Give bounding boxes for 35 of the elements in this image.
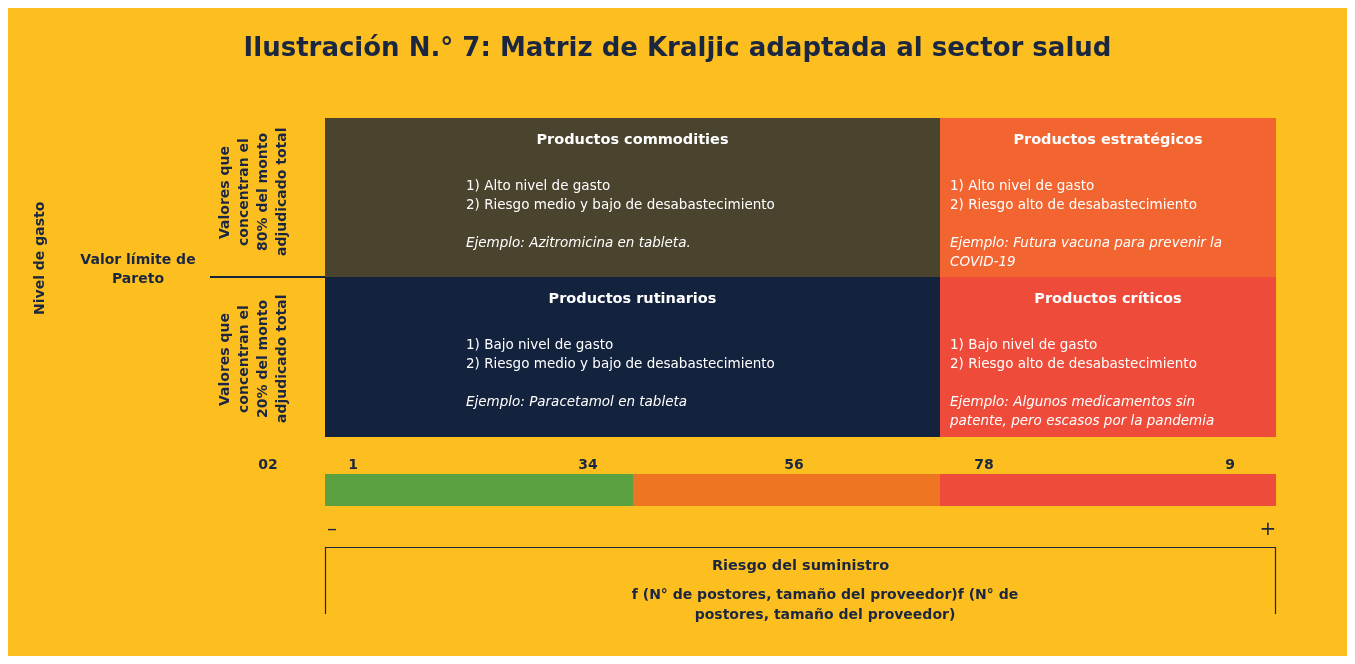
scale-number: 9 <box>1224 456 1236 472</box>
minus-sign: – <box>326 516 338 540</box>
quadrant-box <box>940 277 1276 437</box>
scale-number: 1 <box>347 456 359 472</box>
criterion-text: 1) Alto nivel de gasto <box>466 176 611 195</box>
criterion-text: 1) Bajo nivel de gasto <box>950 335 1098 354</box>
criterion-text: 2) Riesgo alto de desabastecimiento <box>950 195 1197 214</box>
quadrant-box <box>325 277 940 437</box>
scale-number: 56 <box>783 456 805 472</box>
example-text: Ejemplo: Futura vacuna para prevenir la COVID-19 <box>950 233 1224 271</box>
axis-subtitle: f (N° de postores, tamaño del proveedor)f (N° de postores, tamaño del proveedor) <box>630 585 1020 624</box>
axis-title: Riesgo del suministro <box>710 557 891 573</box>
quadrant-heading: Productos críticos <box>1033 289 1183 308</box>
title: Ilustración N.° 7: Matriz de Kraljic adaptada al sector salud <box>242 32 1113 62</box>
criterion-text: 1) Alto nivel de gasto <box>950 176 1095 195</box>
axis-label: Nivel de gasto <box>30 200 48 317</box>
row-label: Valores que concentran el 80% del monto adjudicado total <box>215 126 290 258</box>
criterion-text: 2) Riesgo medio y bajo de desabastecimiento <box>466 354 775 373</box>
quadrant-box <box>940 118 1276 277</box>
example-text: Ejemplo: Algunos medicamentos sin patente, pero escasos por la pandemia <box>950 392 1216 430</box>
plus-sign: + <box>1258 516 1278 540</box>
criterion-text: 2) Riesgo medio y bajo de desabastecimiento <box>466 195 775 214</box>
criterion-text: 2) Riesgo alto de desabastecimiento <box>950 354 1197 373</box>
scale-number: 02 <box>257 456 279 472</box>
scale-number: 34 <box>577 456 599 472</box>
example-text: Ejemplo: Paracetamol en tableta <box>466 392 689 411</box>
scale-number: 78 <box>973 456 995 472</box>
quadrant-heading: Productos rutinarios <box>547 289 718 308</box>
row-label: Valores que concentran el 20% del monto adjudicado total <box>215 293 290 425</box>
quadrant-heading: Productos estratégicos <box>1012 130 1204 149</box>
quadrant-heading: Productos commodities <box>535 130 730 149</box>
pareto-label: Valor límite de Pareto <box>79 250 197 288</box>
quadrant-box <box>325 118 940 277</box>
example-text: Ejemplo: Azitromicina en tableta. <box>466 233 692 252</box>
criterion-text: 1) Bajo nivel de gasto <box>466 335 614 354</box>
